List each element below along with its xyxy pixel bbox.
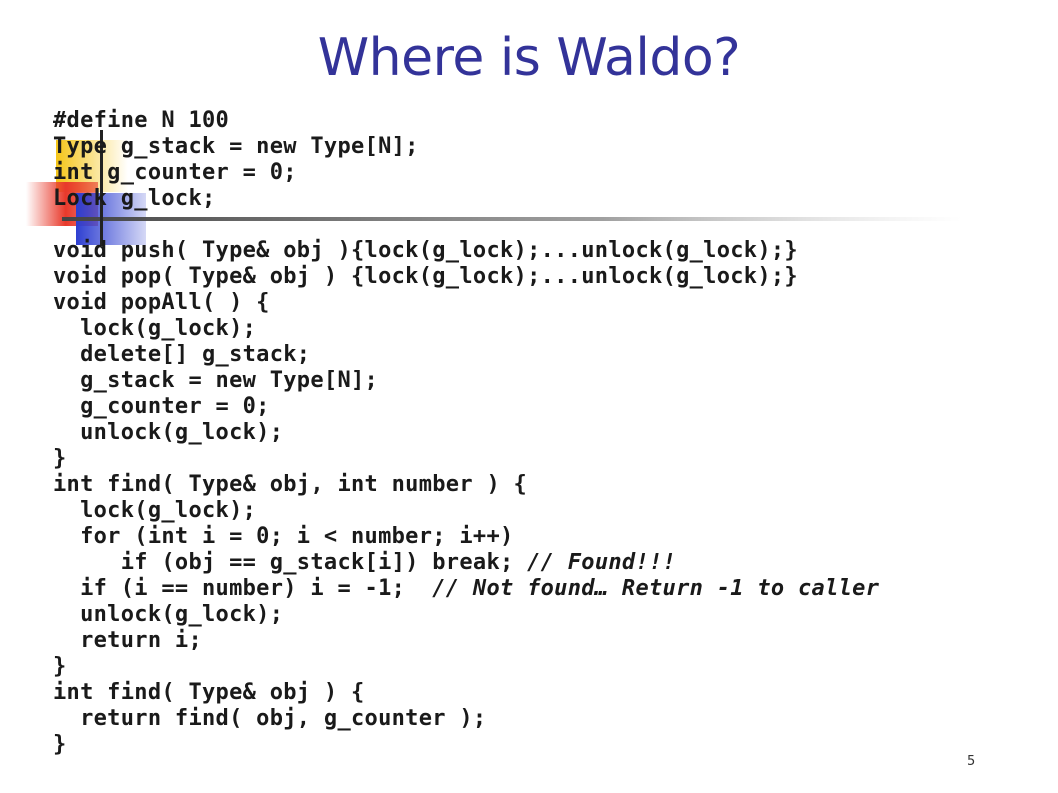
code-text: return find( obj, g_counter ); [53,706,487,731]
code-text: } [53,654,67,679]
code-line: Type g_stack = new Type[N]; [53,134,879,160]
code-text: #define N 100 [53,108,230,133]
code-text: Type g_stack = new Type[N]; [53,134,419,159]
code-line: g_stack = new Type[N]; [53,368,879,394]
code-text: void push( Type& obj ){lock(g_lock);...u… [53,238,798,263]
code-text: if (i == number) i = -1; [53,576,433,601]
code-line: int g_counter = 0; [53,160,879,186]
code-text: int g_counter = 0; [53,160,297,185]
code-text: for (int i = 0; i < number; i++) [53,524,514,549]
code-text: Lock g_lock; [53,186,216,211]
code-line: void popAll( ) { [53,290,879,316]
code-line: lock(g_lock); [53,316,879,342]
code-line: for (int i = 0; i < number; i++) [53,524,879,550]
code-line: } [53,732,879,758]
code-line: unlock(g_lock); [53,420,879,446]
code-line: void push( Type& obj ){lock(g_lock);...u… [53,238,879,264]
code-text: unlock(g_lock); [53,420,284,445]
page-title: Where is Waldo? [317,28,741,88]
code-text: } [53,446,67,471]
code-line: if (i == number) i = -1; // Not found… R… [53,576,879,602]
code-line: Lock g_lock; [53,186,879,212]
code-text: } [53,732,67,757]
code-text: if (obj == g_stack[i]) break; [53,550,528,575]
code-line: if (obj == g_stack[i]) break; // Found!!… [53,550,879,576]
code-text: g_stack = new Type[N]; [53,368,379,393]
code-comment: // Found!!! [527,550,677,575]
code-text: delete[] g_stack; [53,342,311,367]
code-line: } [53,446,879,472]
code-text: g_counter = 0; [53,394,270,419]
code-text: return i; [53,628,202,653]
code-line [53,212,879,238]
code-line: unlock(g_lock); [53,602,879,628]
code-line: delete[] g_stack; [53,342,879,368]
code-line: } [53,654,879,680]
code-line: int find( Type& obj, int number ) { [53,472,879,498]
code-text: int find( Type& obj, int number ) { [53,472,528,497]
code-line: return i; [53,628,879,654]
code-text: lock(g_lock); [53,316,257,341]
code-text: int find( Type& obj ) { [53,680,365,705]
code-text: lock(g_lock); [53,498,257,523]
code-line: int find( Type& obj ) { [53,680,879,706]
code-comment: // Not found… Return -1 to caller [432,576,880,601]
code-text: unlock(g_lock); [53,602,284,627]
code-line: lock(g_lock); [53,498,879,524]
code-text: void pop( Type& obj ) {lock(g_lock);...u… [53,264,798,289]
code-line: return find( obj, g_counter ); [53,706,879,732]
code-line: void pop( Type& obj ) {lock(g_lock);...u… [53,264,879,290]
code-line: g_counter = 0; [53,394,879,420]
code-line: #define N 100 [53,108,879,134]
code-text: void popAll( ) { [53,290,270,315]
page-number: 5 [967,754,976,769]
